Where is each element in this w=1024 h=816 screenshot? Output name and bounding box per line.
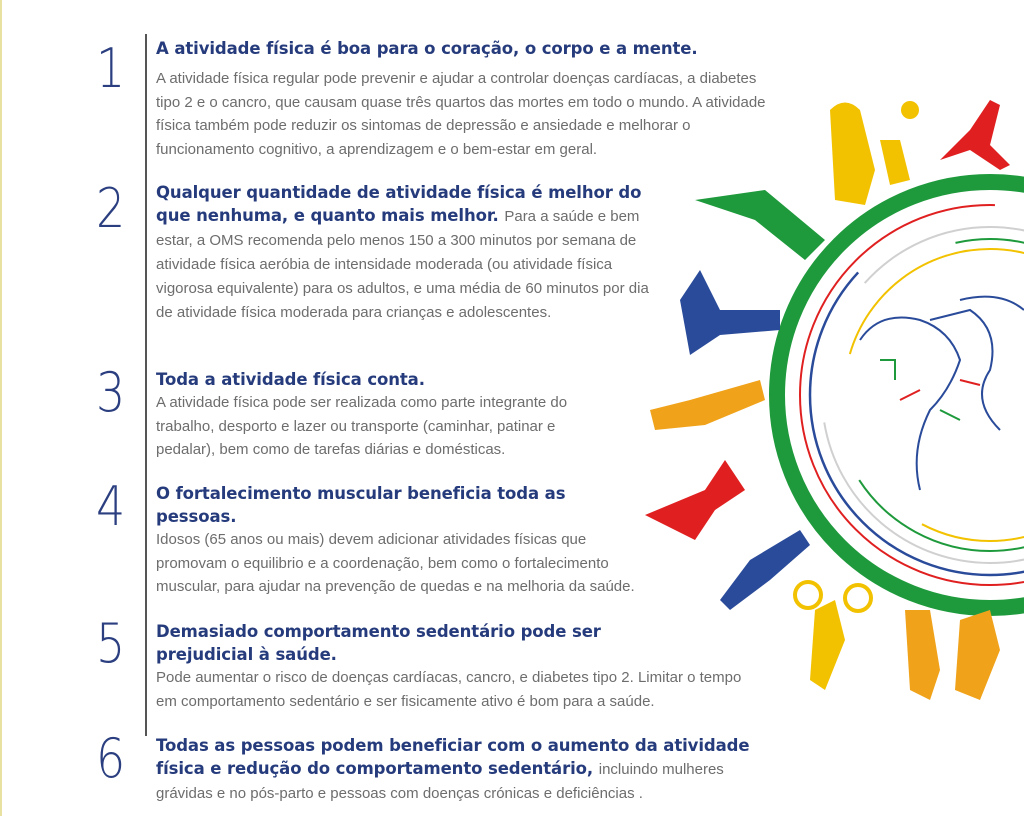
section-6: Todas as pessoas podem beneficiar com o … (156, 734, 781, 805)
section-number-4: 4 (96, 475, 126, 538)
section-1-body: A atividade física regular pode prevenir… (156, 70, 766, 158)
section-number-3: 3 (96, 361, 126, 424)
section-number-1: 1 (96, 37, 126, 100)
globe-icon (769, 174, 1024, 616)
section-3-heading: Toda a atividade física conta. (156, 370, 425, 389)
section-2-heading: Qualquer quantidade de atividade física … (156, 183, 642, 225)
section-4-heading: O fortalecimento muscular beneficia toda… (156, 484, 566, 526)
globe-illustration (645, 100, 1024, 700)
section-6-body: incluindo mulheres grávidas e no pós-par… (156, 761, 724, 802)
section-4-body: Idosos (65 anos ou mais) devem adicionar… (156, 531, 635, 595)
section-2-text: Qualquer quantidade de atividade física … (156, 181, 668, 324)
section-5-body: Pode aumentar o risco de doenças cardíac… (156, 669, 742, 710)
section-2: Qualquer quantidade de atividade física … (156, 181, 668, 324)
section-6-heading: Todas as pessoas podem beneficiar com o … (156, 736, 750, 778)
section-5-heading: Demasiado comportamento sedentário pode … (156, 622, 601, 664)
section-number-5: 5 (96, 612, 126, 675)
section-2-body: Para a saúde e bem estar, a OMS recomend… (156, 208, 649, 321)
section-3: Toda a atividade física conta. A ativida… (156, 368, 616, 462)
page-edge-line (0, 0, 2, 816)
people-silhouettes-icon (645, 100, 1010, 700)
section-4: O fortalecimento muscular beneficia toda… (156, 482, 661, 599)
section-1-heading: A atividade física é boa para o coração,… (156, 39, 698, 58)
section-number-6: 6 (96, 727, 126, 790)
divider-line (145, 34, 147, 736)
section-number-2: 2 (96, 177, 126, 240)
section-1: A atividade física é boa para o coração,… (156, 37, 796, 161)
section-6-text: Todas as pessoas podem beneficiar com o … (156, 734, 781, 805)
section-5: Demasiado comportamento sedentário pode … (156, 620, 746, 713)
section-3-body: A atividade física pode ser realizada co… (156, 394, 568, 458)
